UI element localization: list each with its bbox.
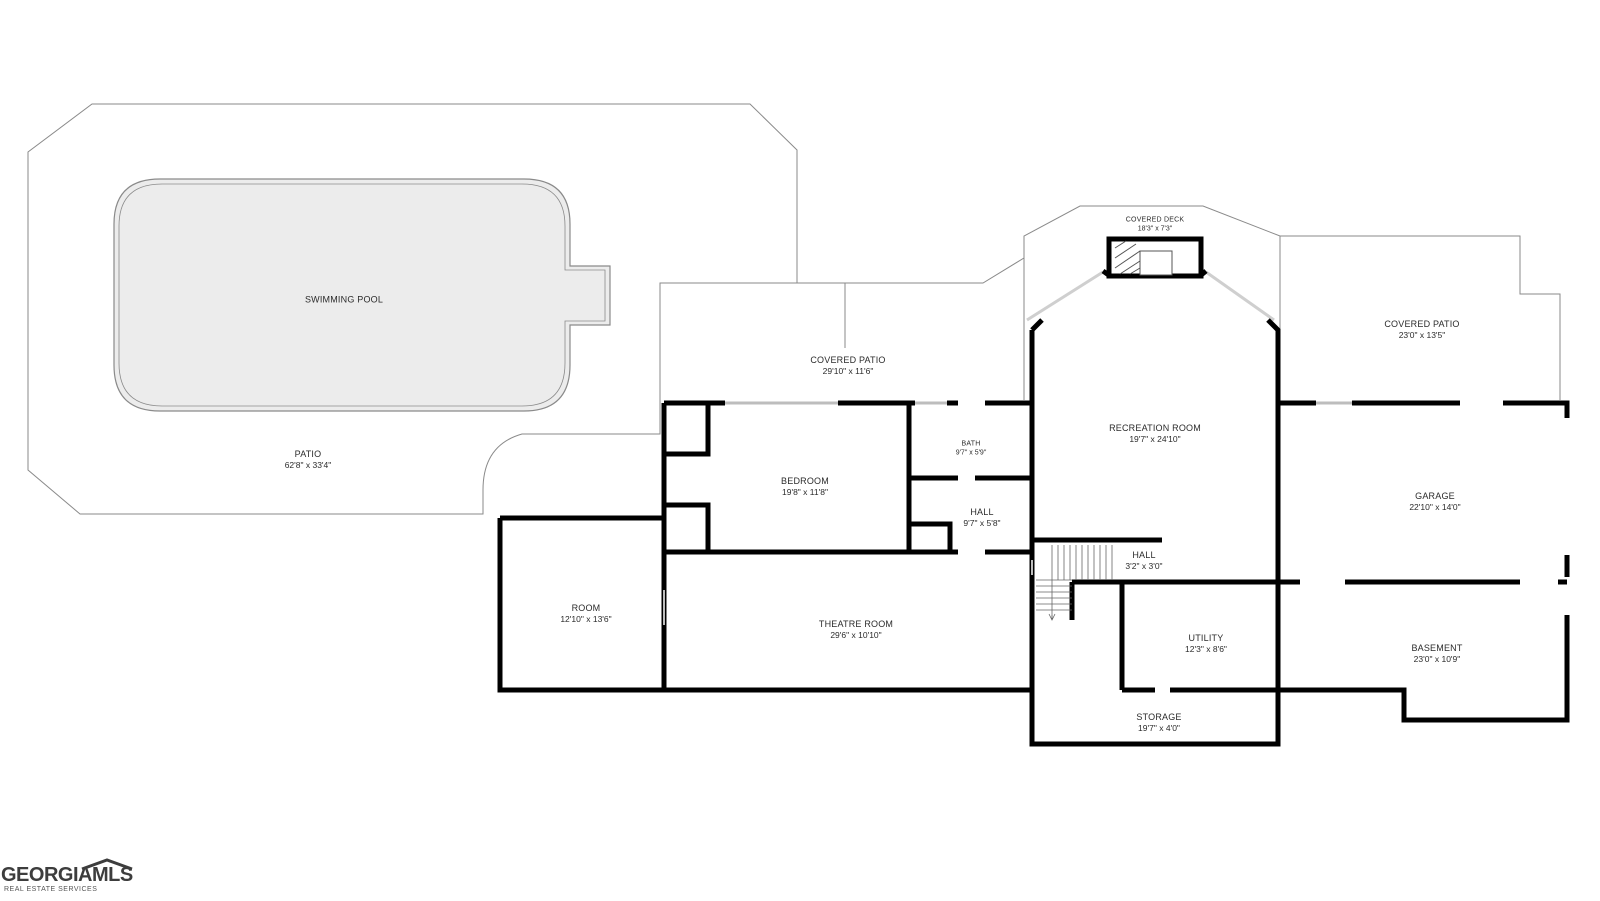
basement-label: BASEMENT 23'0" x 10'9" (1411, 643, 1462, 665)
logo-wordmark: GEORGIAMLS (1, 864, 133, 886)
roof-icon (81, 858, 133, 870)
room-name: RECREATION ROOM (1109, 423, 1201, 434)
room-dimensions: 22'10" x 14'0" (1409, 502, 1461, 513)
room-dimensions: 19'7" x 24'10" (1129, 434, 1181, 445)
recreation-room-label: RECREATION ROOM 19'7" x 24'10" (1109, 423, 1201, 445)
room-name: THEATRE ROOM (818, 619, 894, 630)
room-dimensions: 62'8" x 33'4" (284, 460, 332, 471)
room-name: COVERED DECK (1125, 216, 1185, 224)
room-name: HALL (1132, 550, 1156, 561)
room-label: ROOM 12'10" x 13'6" (560, 603, 611, 625)
room-name: BEDROOM (781, 476, 829, 487)
room-dimensions: 18'3" x 7'3" (1137, 225, 1173, 232)
room-name: HALL (970, 507, 994, 518)
garage-label: GARAGE 22'10" x 14'0" (1409, 491, 1460, 513)
patio-label: PATIO 62'8" x 33'4" (285, 449, 332, 471)
covered-patio-left-label: COVERED PATIO 29'10" x 11'6" (810, 355, 885, 377)
room-name: BASEMENT (1411, 643, 1463, 654)
bath-label: BATH 9'7" x 5'9" (956, 440, 987, 458)
room-name: GARAGE (1415, 491, 1455, 502)
room-name: COVERED PATIO (810, 355, 886, 366)
room-name: STORAGE (1136, 712, 1182, 723)
covered-deck-outline (1023, 205, 1561, 400)
room-dimensions: 29'6" x 10'10" (830, 630, 882, 641)
hall-stair-label: HALL 3'2" x 3'0" (1125, 550, 1162, 572)
interior-walls (497, 268, 1570, 747)
room-name: PATIO (294, 449, 322, 460)
room-dimensions: 23'0" x 13'5" (1398, 330, 1446, 341)
room-dimensions: 23'0" x 10'9" (1413, 654, 1461, 665)
room-dimensions: 9'7" x 5'9" (955, 449, 987, 456)
room-dimensions: 12'3" x 8'6" (1185, 644, 1227, 655)
covered-patio-right-label: COVERED PATIO 23'0" x 13'5" (1384, 319, 1459, 341)
theatre-room-label: THEATRE ROOM 29'6" x 10'10" (819, 619, 893, 641)
georgia-mls-logo: GEORGIAMLS REAL ESTATE SERVICES (0, 858, 134, 901)
swimming-pool-shape (113, 178, 611, 412)
door-openings (663, 560, 1033, 625)
room-name: ROOM (571, 603, 601, 614)
utility-label: UTILITY 12'3" x 8'6" (1185, 633, 1227, 655)
room-name: SWIMMING POOL (304, 294, 384, 305)
swimming-pool-label: SWIMMING POOL (305, 294, 383, 305)
logo-tagline: REAL ESTATE SERVICES (4, 886, 98, 893)
staircase (1036, 545, 1113, 621)
room-name: COVERED PATIO (1384, 319, 1460, 330)
storage-label: STORAGE 19'7" x 4'0" (1136, 712, 1181, 734)
room-dimensions: 9'7" x 5'8" (963, 518, 1001, 529)
hall-upper-label: HALL 9'7" x 5'8" (963, 507, 1000, 529)
room-dimensions: 3'2" x 3'0" (1125, 561, 1163, 572)
room-dimensions: 19'7" x 4'0" (1138, 723, 1180, 734)
room-dimensions: 29'10" x 11'6" (822, 366, 874, 377)
covered-deck-label: COVERED DECK 18'3" x 7'3" (1126, 216, 1184, 234)
room-name: UTILITY (1188, 633, 1224, 644)
room-dimensions: 12'10" x 13'6" (560, 614, 612, 625)
covered-patio-left-outline (660, 257, 1025, 400)
room-name: BATH (961, 440, 981, 448)
bedroom-label: BEDROOM 19'8" x 11'8" (781, 476, 829, 498)
room-dimensions: 19'8" x 11'8" (782, 487, 828, 498)
fireplace (1106, 236, 1204, 279)
